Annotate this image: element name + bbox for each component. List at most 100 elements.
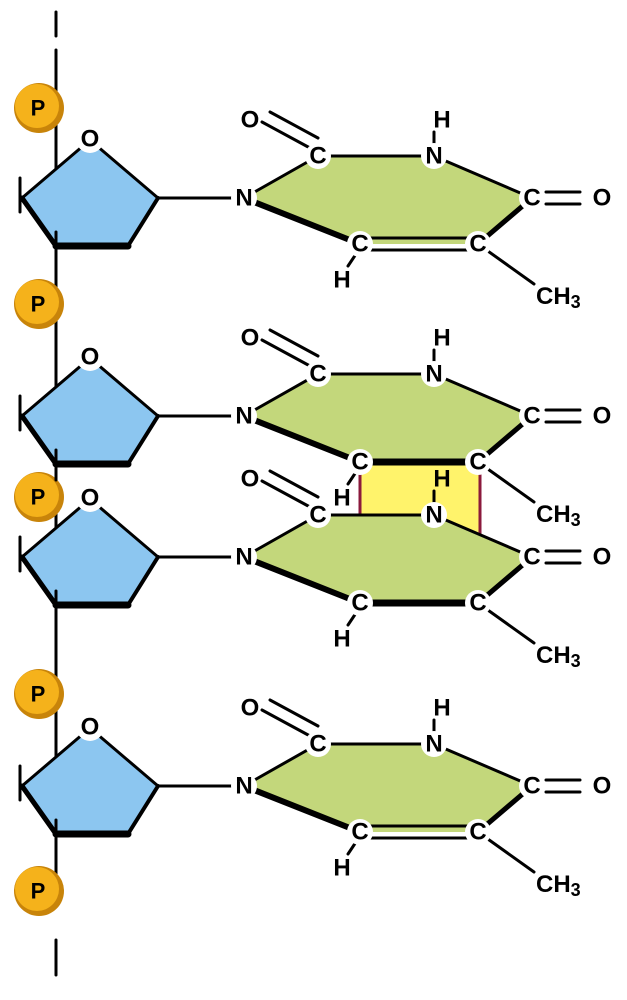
base-bond-n1-c2 <box>242 742 320 788</box>
atom-c6: C <box>351 590 368 617</box>
carbonyl-2-a <box>260 708 312 738</box>
atom-c2: C <box>309 731 326 758</box>
methyl-group: CH3 <box>536 283 581 313</box>
sugar-bond-front-right <box>126 196 160 248</box>
base-bond-n3-c4 <box>432 372 534 418</box>
atom-c5-knockout <box>465 590 491 616</box>
atom-c2-knockout <box>305 502 331 528</box>
atom-o4: O <box>593 403 612 430</box>
atom-o2: O <box>241 107 260 134</box>
atom-c5: C <box>469 819 486 846</box>
atom-h6: H <box>333 267 350 294</box>
atom-h6: H <box>333 626 350 653</box>
base-bond-n1-c2 <box>242 513 320 559</box>
methyl-subscript: 3 <box>571 510 581 530</box>
atom-n1-knockout <box>231 544 257 570</box>
phosphate-label: P <box>31 682 46 707</box>
atom-c4: C <box>523 185 540 212</box>
base-ring <box>244 374 532 462</box>
sugar-bond-front-left <box>19 554 59 608</box>
atom-c4: C <box>523 403 540 430</box>
atom-c6-knockout <box>347 819 373 845</box>
atom-n3-knockout <box>421 731 447 757</box>
atom-c2: C <box>309 502 326 529</box>
c6-h-bond <box>346 470 358 486</box>
atom-n1-knockout <box>231 185 257 211</box>
base-bond-n3-c4 <box>432 513 534 559</box>
atom-c5: C <box>469 590 486 617</box>
sugar-ring <box>22 728 158 834</box>
phosphate-circle <box>15 867 59 911</box>
atom-c6: C <box>351 819 368 846</box>
methyl-subscript: 3 <box>571 651 581 671</box>
atom-n1: N <box>235 544 252 571</box>
atom-c2: C <box>309 361 326 388</box>
atom-h3: H <box>433 107 450 134</box>
phosphate-4: P <box>14 669 64 719</box>
sugar-bond-o-c1 <box>88 497 160 559</box>
sugar-ring <box>22 140 158 246</box>
sugar-bond-front-left <box>19 783 59 837</box>
base-bond-n1-c6 <box>241 554 363 606</box>
sugar-bond-c4-o <box>20 497 92 559</box>
phosphate-2: P <box>14 279 64 329</box>
phosphate-1: P <box>14 83 64 133</box>
atom-o4: O <box>593 185 612 212</box>
sugar-oxygen-knockout <box>76 125 104 153</box>
base-bond-n1-c6 <box>241 413 363 465</box>
sugar-bond-o-c1 <box>88 356 160 418</box>
carbonyl-2-b <box>268 328 320 358</box>
atom-n3-knockout <box>421 361 447 387</box>
sugar-bond-front-right <box>126 414 160 466</box>
atom-c2-knockout <box>305 143 331 169</box>
atom-c4-knockout <box>519 544 545 570</box>
atom-n3: N <box>425 502 442 529</box>
phosphate-circle <box>15 280 59 324</box>
atom-n3: N <box>425 143 442 170</box>
sugar-bond-front-left <box>19 413 59 467</box>
atom-c5-knockout <box>465 231 491 257</box>
sugar-oxygen: O <box>81 344 100 371</box>
methyl-group: CH3 <box>536 642 581 672</box>
atom-o4: O <box>593 544 612 571</box>
c6-h-bond <box>346 252 358 268</box>
atom-c6-knockout <box>347 231 373 257</box>
atom-c2-knockout <box>305 361 331 387</box>
sugar-bond-o-c1 <box>88 138 160 200</box>
base-bond-n1-c2 <box>242 372 320 418</box>
atom-n1: N <box>235 403 252 430</box>
base-ring <box>244 156 532 244</box>
base-bond-n1-c6 <box>241 195 363 247</box>
atom-c4-knockout <box>519 185 545 211</box>
methyl-label: CH <box>536 501 571 528</box>
atom-n1: N <box>235 185 252 212</box>
atom-c5: C <box>469 449 486 476</box>
base-bond-n1-c6 <box>241 783 363 835</box>
sugar-bond-c4-o <box>20 138 92 200</box>
atom-h3: H <box>433 466 450 493</box>
sugar-ring <box>22 499 158 605</box>
phosphate-circle <box>15 84 59 128</box>
base-ring <box>244 744 532 832</box>
atom-o2: O <box>241 325 260 352</box>
phosphate-5: P <box>14 866 64 916</box>
atom-c4: C <box>523 773 540 800</box>
atom-o2: O <box>241 695 260 722</box>
atom-c4-knockout <box>519 773 545 799</box>
sugar-oxygen-knockout <box>76 484 104 512</box>
atom-n1-knockout <box>231 773 257 799</box>
sugar-oxygen-knockout <box>76 713 104 741</box>
atom-n3: N <box>425 731 442 758</box>
sugar-oxygen: O <box>81 485 100 512</box>
atom-h6: H <box>333 485 350 512</box>
sugar-oxygen: O <box>81 714 100 741</box>
sugar-ring <box>22 358 158 464</box>
phosphate-circle <box>15 670 59 714</box>
